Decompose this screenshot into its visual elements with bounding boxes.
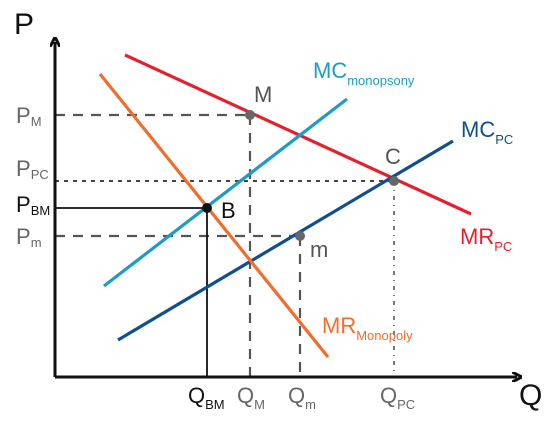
quantity-tick-qpc: QPC xyxy=(380,383,415,412)
mc-pc-curve xyxy=(117,139,454,342)
price-tick-pbm: PBM xyxy=(16,192,50,218)
quantity-tick-qm-lower: Qm xyxy=(288,383,316,412)
mr-monopoly-label: MRMonopoly xyxy=(322,313,413,343)
mc-monopsony-curve xyxy=(103,97,348,288)
point-b-label: B xyxy=(221,198,236,223)
price-tick-pm: PM xyxy=(16,103,42,129)
mc-pc-label: MCPC xyxy=(461,117,513,147)
point-c-label: C xyxy=(385,144,401,169)
mr-monopoly-curve xyxy=(98,72,330,359)
point-c xyxy=(389,176,399,186)
point-m-lower-label: m xyxy=(310,237,328,262)
price-tick-pm-lower: Pm xyxy=(16,224,42,250)
mr-pc-label: MRPC xyxy=(460,224,512,254)
point-m-upper xyxy=(245,110,255,120)
quantity-tick-qm: QM xyxy=(237,383,265,412)
point-m-lower xyxy=(295,231,305,241)
quantity-tick-qbm: QBM xyxy=(188,383,225,412)
price-tick-ppc: PPC xyxy=(16,156,49,182)
mr-pc-curve xyxy=(124,53,472,216)
point-m-upper-label: M xyxy=(254,82,272,107)
x-axis-label: Q xyxy=(519,379,542,412)
y-axis-label: P xyxy=(14,8,34,41)
point-b xyxy=(202,203,212,213)
mc-monopsony-label: MCmonopsony xyxy=(313,58,415,88)
